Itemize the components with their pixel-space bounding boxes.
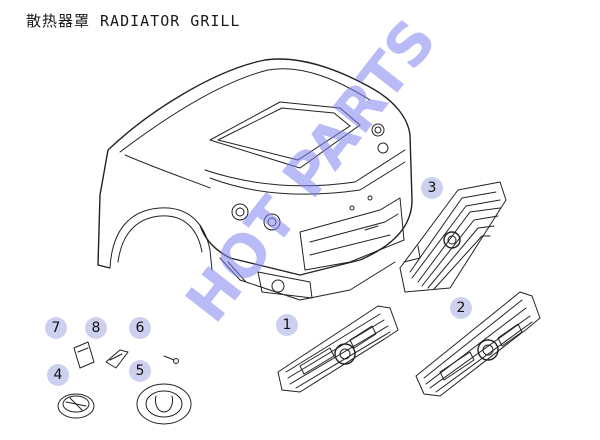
car-front-body <box>97 58 413 301</box>
callout-6: 6 <box>129 317 151 339</box>
grill-part-1 <box>277 305 399 393</box>
clip-part-6 <box>163 355 179 364</box>
plate-part-7 <box>73 341 95 369</box>
badge-part-5 <box>136 383 192 425</box>
callout-5: 5 <box>129 360 151 382</box>
callout-6-label: 6 <box>136 320 145 336</box>
callout-5-label: 5 <box>136 363 145 379</box>
callout-7-label: 7 <box>52 320 61 336</box>
callout-3: 3 <box>421 177 443 199</box>
callout-4: 4 <box>47 364 69 386</box>
callout-1: 1 <box>276 314 298 336</box>
diagram-title: 散热器罩 RADIATOR GRILL <box>26 12 241 30</box>
callout-3-label: 3 <box>428 180 437 196</box>
grill-part-2 <box>415 291 541 397</box>
callout-1-label: 1 <box>283 317 292 333</box>
emblem-part-4 <box>57 393 95 419</box>
callout-8: 8 <box>85 317 107 339</box>
bracket-part-8 <box>105 349 129 369</box>
callout-2: 2 <box>450 297 472 319</box>
grill-part-3 <box>399 181 507 293</box>
callout-7: 7 <box>45 317 67 339</box>
callout-4-label: 4 <box>54 367 63 383</box>
callout-2-label: 2 <box>457 300 466 316</box>
callout-8-label: 8 <box>92 320 101 336</box>
